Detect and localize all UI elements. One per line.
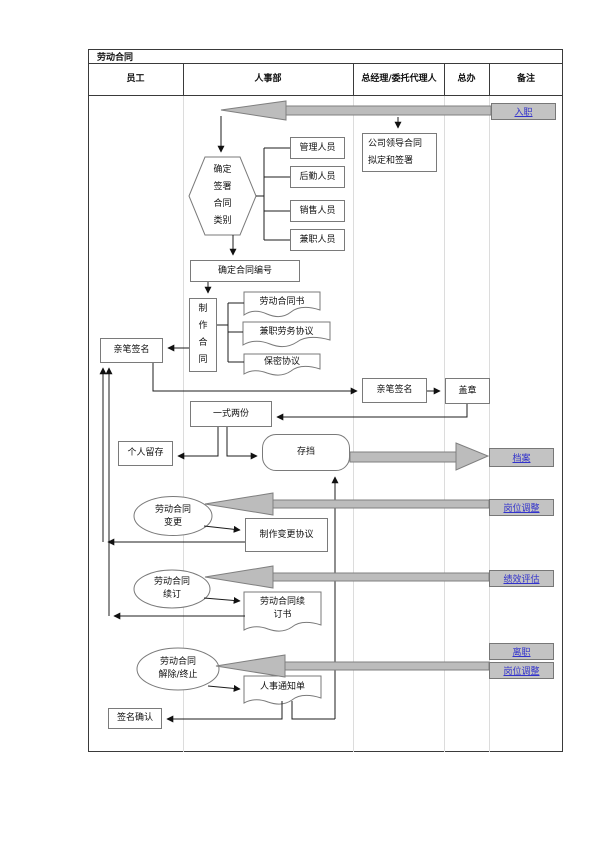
header-divider xyxy=(489,63,490,95)
node-make-change-agreement: 制作变更协议 xyxy=(245,518,328,552)
lane-divider xyxy=(183,96,184,752)
diagram-title: 劳动合同 xyxy=(97,53,134,63)
node-category-parttime: 兼职人员 xyxy=(290,229,345,251)
node-category-logistics: 后勤人员 xyxy=(290,166,345,188)
node-personal-keep: 个人留存 xyxy=(118,441,173,466)
remark-link-post-adjust-2[interactable]: 岗位调整 xyxy=(489,662,554,679)
column-header-gm: 总经理/委托代理人 xyxy=(361,74,437,84)
column-header-office: 总办 xyxy=(457,74,476,84)
node-category-sales: 销售人员 xyxy=(290,200,345,222)
lane-divider xyxy=(444,96,445,752)
remark-link-leave[interactable]: 离职 xyxy=(489,643,554,660)
node-company-leader-contract: 公司领导合同 拟定和签署 xyxy=(362,133,437,172)
node-seal: 盖章 xyxy=(445,378,490,404)
column-header-remarks: 备注 xyxy=(516,74,535,84)
node-contract-number: 确定合同编号 xyxy=(190,260,300,282)
remark-link-onboarding[interactable]: 入职 xyxy=(491,103,556,120)
header-divider xyxy=(353,63,354,95)
header-divider xyxy=(183,63,184,95)
node-sign-confirm: 签名确认 xyxy=(108,708,162,729)
title-separator xyxy=(88,63,563,64)
node-archive-storage: 存挡 xyxy=(262,434,350,471)
node-gm-signature: 亲笔签名 xyxy=(362,378,427,403)
lane-divider xyxy=(489,96,490,752)
node-category-managers: 管理人员 xyxy=(290,137,345,159)
node-two-copies: 一式两份 xyxy=(190,401,272,427)
column-header-employee: 员工 xyxy=(126,74,145,84)
remark-link-post-adjust[interactable]: 岗位调整 xyxy=(489,499,554,516)
lane-divider xyxy=(353,96,354,752)
header-divider xyxy=(444,63,445,95)
node-employee-signature: 亲笔签名 xyxy=(100,338,163,363)
column-header-hr: 人事部 xyxy=(254,74,282,84)
header-separator xyxy=(88,95,563,96)
remark-link-performance[interactable]: 绩效评估 xyxy=(489,570,554,587)
remark-link-archive[interactable]: 档案 xyxy=(489,448,554,467)
table-border xyxy=(88,49,563,752)
node-make-contract: 制 作 合 同 xyxy=(189,298,217,372)
